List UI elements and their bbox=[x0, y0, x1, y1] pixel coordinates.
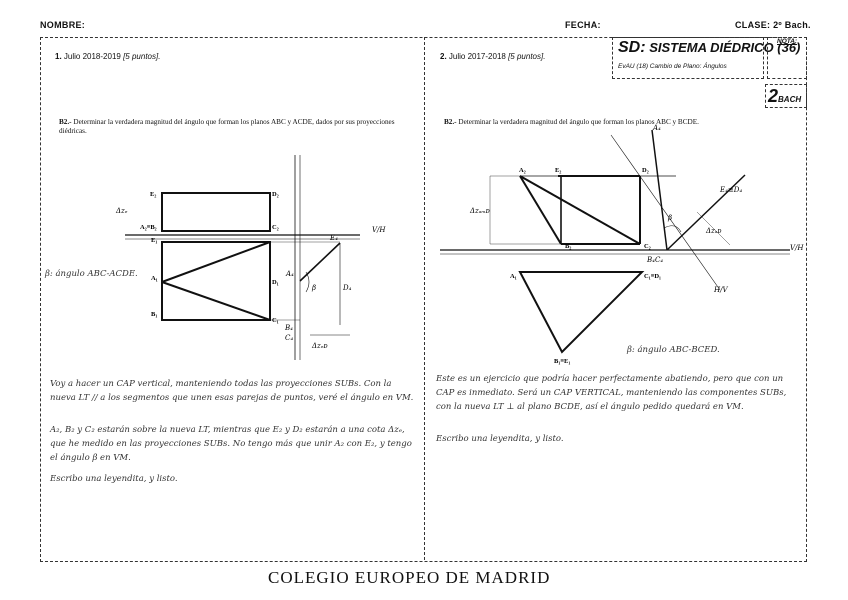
label2-delta-zb: Δzₐᴅ bbox=[705, 227, 721, 235]
label-a4: A₄ bbox=[285, 270, 294, 278]
label-delta-zed: Δzₑᴅ bbox=[311, 342, 328, 350]
exercise1-note-3: Escribo una leyendita, y listo. bbox=[50, 474, 178, 484]
label2-c1d1: C₁≡D₁ bbox=[644, 273, 661, 280]
exercise2-legend: β: ángulo ABC-BCED. bbox=[627, 345, 720, 355]
label2-e2: E₂ bbox=[555, 167, 561, 174]
grade-label: NOTA: bbox=[777, 38, 798, 45]
label-beta: β bbox=[311, 284, 316, 292]
exercise1-note-1: Voy a hacer un CAP vertical, manteniendo… bbox=[50, 379, 414, 403]
label-e1: E₁ bbox=[151, 237, 157, 244]
label2-a2: A₂ bbox=[519, 167, 526, 174]
label2-delta-za: Δzₐₘᴅ bbox=[469, 207, 490, 215]
exercise2-note-2: Escribo una leyendita, y listo. bbox=[436, 434, 564, 444]
label-b4: B₄ bbox=[284, 324, 293, 332]
topic-box bbox=[612, 37, 764, 79]
label-a2b2: A₂≡B₂ bbox=[140, 224, 157, 231]
label-d1: D₁ bbox=[272, 279, 279, 286]
label-a1: A₁ bbox=[151, 275, 158, 282]
label-delta-z: Δzₑ bbox=[115, 207, 128, 215]
label-e2: E₂ bbox=[150, 191, 156, 198]
label-d2: D₂ bbox=[272, 191, 279, 198]
topic-title: SD: SISTEMA DIÉDRICO (36) bbox=[618, 39, 801, 56]
label2-a1: A₁ bbox=[510, 273, 517, 280]
exercise1-legend: β: ángulo ABC-ACDE. bbox=[45, 269, 138, 279]
label-c1: C₁ bbox=[272, 317, 279, 324]
label2-bc: B₄C₄ bbox=[646, 256, 663, 264]
class-label: CLASE: 2º Bach. bbox=[735, 20, 811, 30]
column-divider bbox=[424, 37, 425, 560]
exercise1-title: 1. Julio 2018-2019 [5 puntos]. bbox=[55, 52, 161, 61]
label-d4: D₄ bbox=[342, 284, 352, 292]
level-box bbox=[765, 84, 807, 108]
label-e4: E₄ bbox=[329, 234, 338, 242]
label2-e4d4: E₄≡D₄ bbox=[719, 186, 742, 194]
label2-b2: B₂ bbox=[565, 243, 571, 250]
exercise1-note-2: A₂, B₂ y C₂ estarán sobre la nueva LT, m… bbox=[50, 425, 412, 463]
label-b1: B₁ bbox=[151, 311, 157, 318]
label-c2: C₂ bbox=[272, 224, 279, 231]
name-label: NOMBRE: bbox=[40, 20, 86, 30]
exercise2-title: 2. Julio 2017-2018 [5 puntos]. bbox=[440, 52, 546, 61]
school-footer: COLEGIO EUROPEO DE MADRID bbox=[268, 568, 551, 587]
page-frame bbox=[40, 37, 807, 562]
label2-beta: β bbox=[667, 214, 672, 222]
label-vh: V/H bbox=[372, 226, 386, 234]
date-label: FECHA: bbox=[565, 20, 601, 30]
label-c4: C₄ bbox=[285, 334, 293, 342]
topic-subtitle: EvAU (18) Cambio de Plano: Ángulos bbox=[618, 63, 727, 70]
label2-c2: C₂ bbox=[644, 243, 651, 250]
exercise2-statement: B2.- Determinar la verdadera magnitud de… bbox=[444, 118, 699, 126]
label2-d2: D₂ bbox=[642, 167, 649, 174]
exercise1-statement: B2.- Determinar la verdadera magnitud de… bbox=[59, 118, 395, 135]
label2-b1e1: B₁≡E₁ bbox=[554, 358, 570, 365]
grade-box bbox=[767, 37, 807, 79]
label2-a4: A₄ bbox=[652, 124, 661, 132]
level-badge: 2BACH bbox=[768, 86, 802, 106]
label2-vh: V/H bbox=[790, 244, 804, 252]
exercise2-note-1: Este es un ejercicio que podría hacer pe… bbox=[436, 374, 787, 412]
label2-hv: H/V bbox=[713, 286, 728, 294]
